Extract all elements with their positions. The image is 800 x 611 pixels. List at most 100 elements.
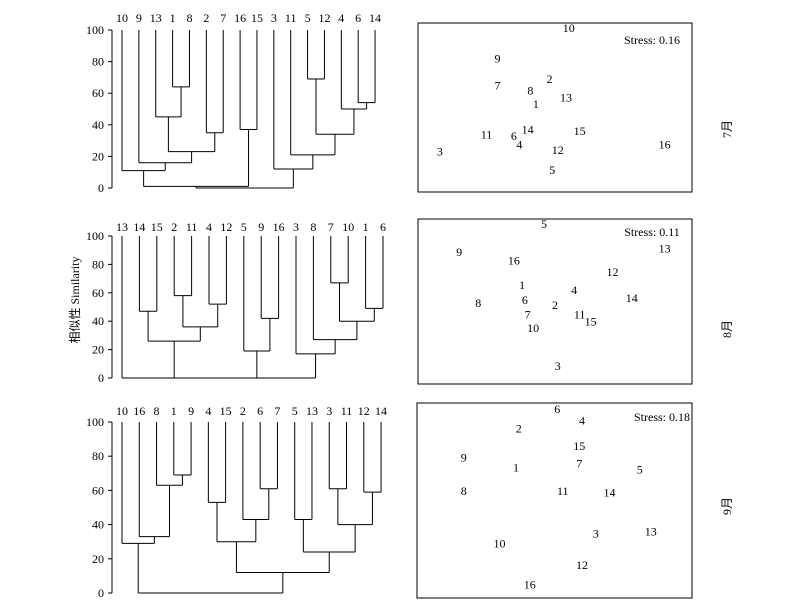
leaf-label: 11: [341, 404, 353, 418]
mds-point: 1: [513, 460, 519, 474]
y-tick-label: 100: [86, 23, 104, 37]
mds-point: 7: [494, 79, 500, 93]
y-tick-label: 20: [92, 149, 104, 163]
mds-point: 15: [573, 439, 585, 453]
mds-point: 6: [554, 402, 560, 416]
mds-point: 16: [524, 577, 536, 591]
mds-point: 14: [604, 486, 616, 500]
y-tick-label: 60: [92, 86, 104, 100]
mds-point: 8: [461, 484, 467, 498]
leaf-label: 4: [206, 220, 212, 234]
y-tick-label: 0: [98, 181, 104, 195]
y-tick-label: 0: [98, 371, 104, 385]
leaf-label: 3: [271, 11, 277, 25]
mds-point: 11: [557, 484, 569, 498]
mds-point: 4: [579, 414, 585, 428]
leaf-label: 13: [150, 11, 162, 25]
leaf-label: 16: [234, 11, 246, 25]
mds-point: 13: [659, 242, 671, 256]
leaf-label: 2: [171, 220, 177, 234]
mds-point: 8: [475, 296, 481, 310]
stress-label: Stress: 0.11: [624, 225, 680, 239]
leaf-label: 4: [205, 404, 211, 418]
mds-point: 13: [560, 90, 572, 104]
mds-point: 14: [522, 122, 534, 136]
month-label: 8月: [720, 320, 734, 338]
mds-point: 12: [576, 558, 588, 572]
mds-point: 3: [593, 527, 599, 541]
leaf-label: 5: [292, 404, 298, 418]
mds-point: 6: [522, 293, 528, 307]
leaf-label: 8: [310, 220, 316, 234]
mds-point: 12: [552, 143, 564, 157]
mds-point: 2: [552, 298, 558, 312]
y-tick-label: 40: [92, 314, 104, 328]
y-tick-label: 100: [86, 229, 104, 243]
stress-label: Stress: 0.16: [624, 33, 680, 47]
y-tick-label: 60: [92, 483, 104, 497]
mds-point: 16: [508, 253, 520, 267]
y-tick-label: 80: [92, 257, 104, 271]
leaf-label: 16: [273, 220, 285, 234]
mds-point: 10: [494, 536, 506, 550]
mds-point: 2: [516, 421, 522, 435]
leaf-label: 2: [240, 404, 246, 418]
mds-point: 9: [461, 451, 467, 465]
mds-point: 7: [576, 456, 582, 470]
mds-point: 15: [585, 314, 597, 328]
leaf-label: 14: [369, 11, 381, 25]
leaf-label: 15: [220, 404, 232, 418]
leaf-label: 7: [274, 404, 280, 418]
leaf-label: 3: [326, 404, 332, 418]
y-tick-label: 40: [92, 518, 104, 532]
leaf-label: 14: [133, 220, 145, 234]
leaf-label: 10: [342, 220, 354, 234]
mds-frame: [417, 218, 693, 385]
y-tick-label: 40: [92, 118, 104, 132]
leaf-label: 16: [133, 404, 145, 418]
month-label-group: 7月: [720, 120, 734, 138]
leaf-label: 15: [251, 11, 263, 25]
mds-point: 12: [607, 265, 619, 279]
y-tick-label: 80: [92, 449, 104, 463]
leaf-label: 11: [285, 11, 297, 25]
mds-point: 5: [541, 217, 547, 231]
leaf-label: 10: [116, 404, 128, 418]
leaf-label: 1: [170, 11, 176, 25]
mds-point: 3: [437, 144, 443, 158]
leaf-label: 5: [241, 220, 247, 234]
leaf-label: 13: [306, 404, 318, 418]
leaf-label: 9: [188, 404, 194, 418]
month-label-group: 8月: [720, 320, 734, 338]
mds-point: 8: [527, 84, 533, 98]
leaf-label: 6: [257, 404, 263, 418]
leaf-label: 2: [203, 11, 209, 25]
stress-label: Stress: 0.18: [634, 410, 690, 424]
mds-point: 9: [456, 245, 462, 259]
mds-frame: [417, 22, 693, 193]
y-tick-label: 0: [98, 586, 104, 600]
mds-point: 11: [574, 308, 586, 322]
mds-point: 10: [527, 321, 539, 335]
leaf-label: 7: [220, 11, 226, 25]
leaf-label: 1: [171, 404, 177, 418]
leaf-label: 12: [318, 11, 330, 25]
leaf-label: 9: [258, 220, 264, 234]
shared-ylabel-text: 相似性 Similarity: [68, 256, 82, 343]
leaf-label: 13: [116, 220, 128, 234]
mds-point: 6: [511, 129, 517, 143]
mds-point: 13: [645, 525, 657, 539]
shared-ylabel: 相似性 Similarity: [68, 256, 82, 343]
mds-point: 15: [574, 124, 586, 138]
y-tick-label: 100: [86, 415, 104, 429]
mds-point: 1: [519, 278, 525, 292]
leaf-label: 14: [375, 404, 387, 418]
month-label: 7月: [720, 120, 734, 138]
leaf-label: 12: [358, 404, 370, 418]
y-tick-label: 20: [92, 552, 104, 566]
